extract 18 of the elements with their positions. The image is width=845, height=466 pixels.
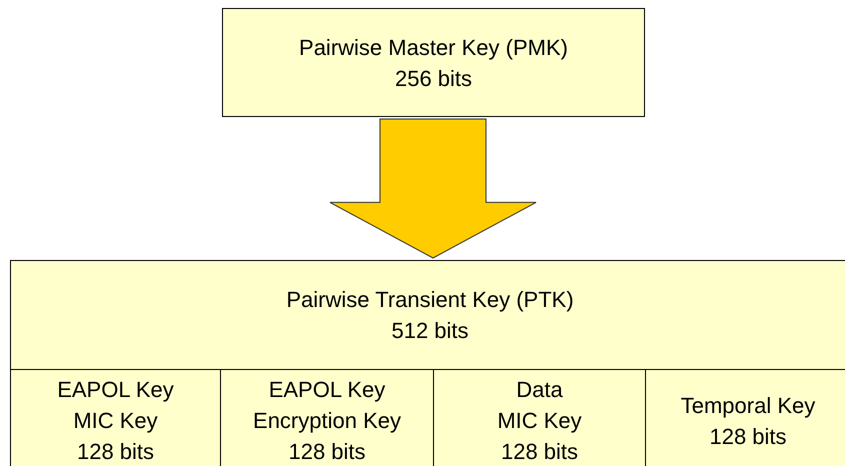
block-arrow xyxy=(330,118,536,259)
key-cell xyxy=(434,369,646,466)
key-box xyxy=(10,260,845,466)
key-name: Data MIC Key xyxy=(496,376,583,435)
key-name: Pairwise Master Key (PMK) xyxy=(299,34,568,62)
key-name: EAPOL Key Encryption Key xyxy=(252,376,402,435)
key-size: 128 bits xyxy=(500,438,578,466)
key-size: 128 bits xyxy=(709,422,787,450)
key-size: 256 bits xyxy=(394,64,472,92)
key-box xyxy=(222,8,645,117)
key-cell xyxy=(221,369,434,466)
key-name: Temporal Key xyxy=(680,392,816,420)
key-size: 128 bits xyxy=(76,438,154,466)
key-cell xyxy=(11,369,221,466)
key-name: Pairwise Transient Key (PTK) xyxy=(286,286,574,314)
key-name: EAPOL Key MIC Key xyxy=(56,376,175,435)
key-size: 512 bits xyxy=(391,317,469,345)
key-size: 128 bits xyxy=(288,438,366,466)
